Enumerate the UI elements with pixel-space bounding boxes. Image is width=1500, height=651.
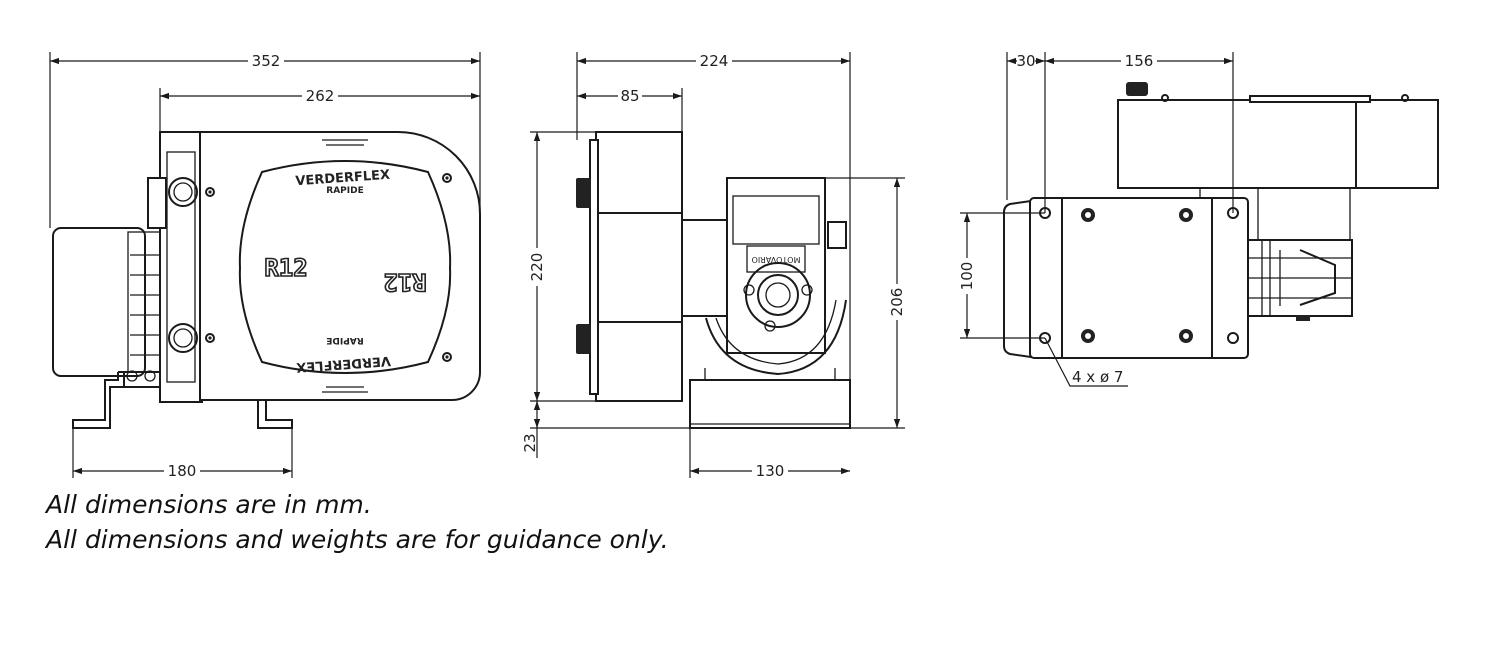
note-guidance: All dimensions and weights are for guida…	[46, 525, 669, 554]
side-knob-bottom	[576, 324, 591, 354]
motor-label: MOTOVARIO	[752, 255, 801, 264]
model-label-right: R12	[383, 268, 426, 296]
pump-head	[199, 131, 481, 401]
dim-overall-depth: 224	[700, 52, 729, 70]
front-motor	[52, 227, 146, 377]
dim-offset: 30	[1016, 52, 1035, 70]
mount-hole	[1227, 332, 1239, 344]
dim-foot-width: 180	[168, 462, 197, 480]
top-view: 30 156 100 4 x ø 7	[958, 52, 1439, 387]
side-pump-head	[595, 131, 683, 402]
pump-cover	[238, 160, 452, 374]
dim-foot-height: 23	[521, 433, 539, 452]
brand-top: VERDERFLEX	[295, 168, 391, 190]
dim-head-height: 220	[528, 253, 546, 282]
front-view: VERDERFLEX RAPIDE R12 R12 VERDERFLEX RAP…	[49, 52, 481, 480]
dim-motor-height: 206	[888, 288, 906, 317]
side-base	[689, 379, 851, 429]
dim-base-width: 130	[756, 462, 785, 480]
note-units: All dimensions are in mm.	[46, 490, 372, 519]
dim-body-width: 262	[306, 87, 335, 105]
brand-bottom: VERDERFLEX	[296, 353, 392, 375]
model-label-left: R12	[264, 254, 307, 282]
hole-callout: 4 x ø 7	[1072, 368, 1123, 386]
dim-hole-spacing-x: 156	[1125, 52, 1154, 70]
brand-sub-top: RAPIDE	[326, 186, 363, 196]
side-view: MOTOVARIO 224 85 220	[521, 52, 906, 480]
front-foot-left	[72, 372, 125, 429]
dim-hole-spacing-y: 100	[958, 262, 976, 291]
top-motor-block	[1117, 99, 1439, 189]
front-port-top	[168, 177, 198, 207]
dim-head-depth: 85	[620, 87, 639, 105]
front-foot-right	[257, 400, 293, 429]
brand-sub-bottom: RAPIDE	[326, 335, 363, 345]
gearbox	[726, 177, 826, 354]
front-port-bottom	[168, 323, 198, 353]
dim-overall-width: 352	[252, 52, 281, 70]
side-knob-top	[576, 178, 591, 208]
